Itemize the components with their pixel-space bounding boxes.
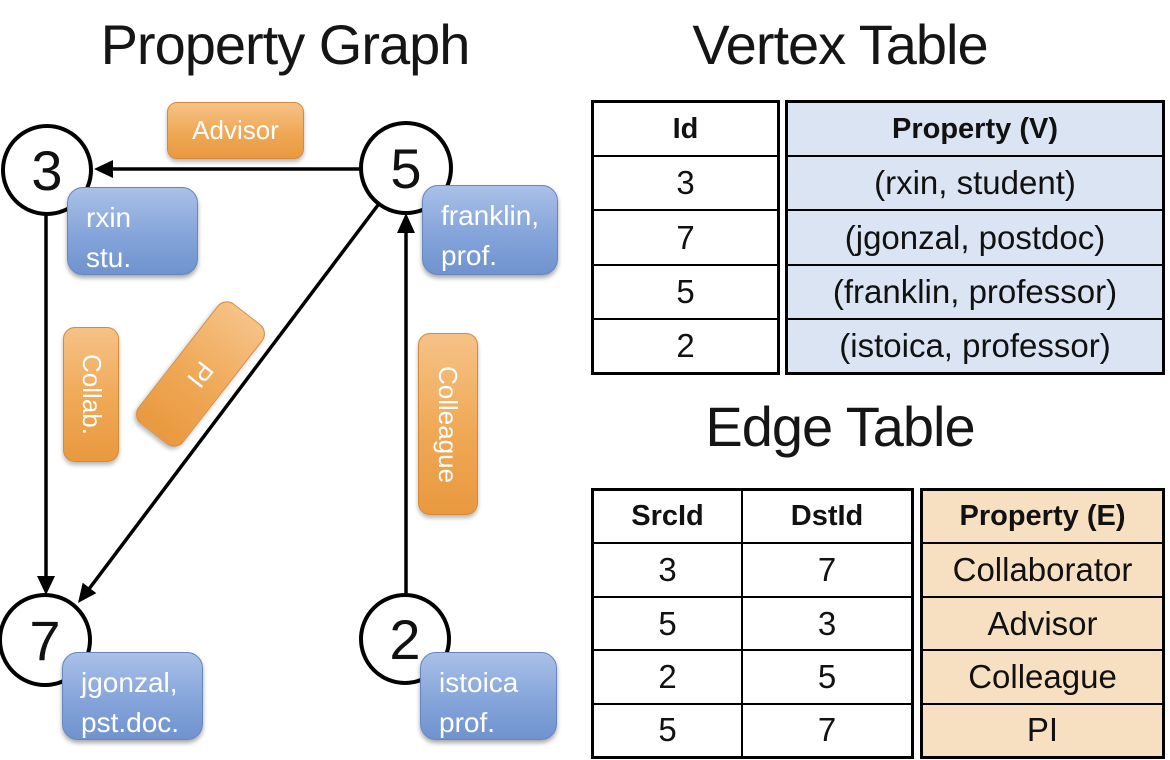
- vertex-prop-rxin: rxin stu.: [67, 187, 198, 275]
- vertex-property-cell: (jgonzal, postdoc): [844, 218, 1106, 256]
- table-row: (rxin, student): [788, 155, 1162, 209]
- edge-label-advisor: Advisor: [167, 102, 304, 159]
- edge-table-id-columns: SrcId DstId 3 7 5 3 2 5 5 7: [591, 488, 914, 759]
- vertex-prop-istoica-line1: istoica: [439, 667, 519, 698]
- table-row: Advisor: [923, 595, 1162, 649]
- vertex-table-header-row: Id: [594, 103, 777, 155]
- table-row: 3: [594, 155, 777, 209]
- edge-srcid-cell: 3: [658, 551, 677, 589]
- vertex-prop-franklin-line2: prof.: [441, 240, 498, 271]
- table-row: 5: [594, 263, 777, 318]
- node-2-label: 2: [389, 607, 421, 671]
- vertex-id-cell: 2: [676, 326, 695, 364]
- edge-table-header-row: Property (E): [923, 491, 1162, 542]
- table-row: Collaborator: [923, 542, 1162, 595]
- table-row: 2: [594, 317, 777, 372]
- edge-dstid-cell: 3: [741, 597, 911, 650]
- vertex-id-cell: 3: [676, 164, 695, 202]
- vertex-property-header: Property (V): [892, 112, 1058, 145]
- edge-table-header-row: SrcId DstId: [594, 491, 911, 543]
- vertex-prop-jgonzal-line1: jgonzal,: [81, 667, 178, 698]
- vertex-table-header-row: Property (V): [788, 103, 1162, 155]
- table-row: 2 5: [594, 649, 911, 703]
- vertex-prop-jgonzal: jgonzal, pst.doc.: [62, 652, 203, 740]
- vertex-prop-rxin-line1: rxin: [86, 202, 132, 233]
- table-row: 5 7: [594, 702, 911, 757]
- vertex-prop-istoica-line2: prof.: [439, 707, 496, 738]
- edge-label-collab: Collab.: [63, 327, 119, 462]
- table-row: (franklin, professor): [788, 263, 1162, 318]
- edge-advisor-arrowhead: [94, 160, 113, 178]
- property-graph-title: Property Graph: [100, 13, 471, 76]
- vertex-id-cell: 5: [676, 272, 695, 310]
- table-row: (jgonzal, postdoc): [788, 209, 1162, 263]
- vertex-id-cell: 7: [676, 218, 695, 256]
- vertex-prop-franklin: franklin, prof.: [422, 185, 558, 275]
- edge-table-property-column: Property (E) Collaborator Advisor Collea…: [920, 488, 1165, 759]
- edge-label-colleague-text: Colleague: [433, 365, 464, 483]
- edge-pi-arrowhead: [78, 582, 97, 603]
- node-3-label: 3: [31, 138, 63, 202]
- node-7-label: 7: [29, 608, 61, 672]
- edge-label-pi-text: PI: [181, 355, 221, 394]
- table-row: PI: [923, 702, 1162, 756]
- vertex-id-header: Id: [672, 112, 699, 145]
- node-3-circle: [1, 124, 93, 216]
- table-row: Colleague: [923, 649, 1162, 702]
- edge-dstid-header: DstId: [741, 491, 911, 543]
- edge-dstid-cell: 7: [741, 544, 911, 596]
- edge-property-cell: Collaborator: [952, 551, 1133, 589]
- edge-table-title: Edge Table: [705, 395, 975, 458]
- table-row: 7: [594, 209, 777, 263]
- edge-property-cell: PI: [1026, 711, 1059, 749]
- edge-collab-arrowhead: [37, 576, 55, 595]
- edge-srcid-cell: 2: [658, 657, 677, 695]
- vertex-property-cell: (rxin, student): [874, 164, 1076, 202]
- vertex-table-property-column: Property (V) (rxin, student) (jgonzal, p…: [785, 100, 1165, 375]
- edge-srcid-cell: 5: [658, 711, 677, 749]
- edge-label-collab-text: Collab.: [76, 354, 107, 435]
- graph-canvas: [0, 121, 453, 687]
- vertex-property-cell: (istoica, professor): [839, 326, 1111, 364]
- vertex-prop-franklin-line1: franklin,: [441, 200, 540, 231]
- table-row: 5 3: [594, 595, 911, 650]
- edge-label-colleague: Colleague: [418, 333, 478, 515]
- edge-property-cell: Advisor: [987, 604, 1098, 642]
- edge-dstid-cell: 7: [741, 704, 911, 757]
- vertex-table-title: Vertex Table: [692, 13, 988, 76]
- vertex-table-id-column: Id 3 7 5 2: [591, 100, 780, 375]
- edge-pi-line: [87, 203, 380, 591]
- edge-srcid-header: SrcId: [631, 500, 704, 533]
- vertex-prop-jgonzal-line2: pst.doc.: [81, 707, 180, 738]
- edge-label-advisor-text: Advisor: [192, 115, 279, 145]
- vertex-property-cell: (franklin, professor): [832, 272, 1118, 310]
- edge-dstid-cell: 5: [741, 651, 911, 703]
- edge-property-cell: Colleague: [968, 657, 1117, 695]
- vertex-prop-istoica: istoica prof.: [420, 652, 557, 740]
- edge-srcid-cell: 5: [658, 604, 677, 642]
- node-5-label: 5: [390, 136, 422, 200]
- edge-property-header: Property (E): [959, 500, 1126, 533]
- edge-colleague-arrowhead: [397, 213, 415, 233]
- table-row: 3 7: [594, 542, 911, 596]
- table-row: (istoica, professor): [788, 317, 1162, 372]
- vertex-prop-rxin-line2: stu.: [86, 242, 132, 273]
